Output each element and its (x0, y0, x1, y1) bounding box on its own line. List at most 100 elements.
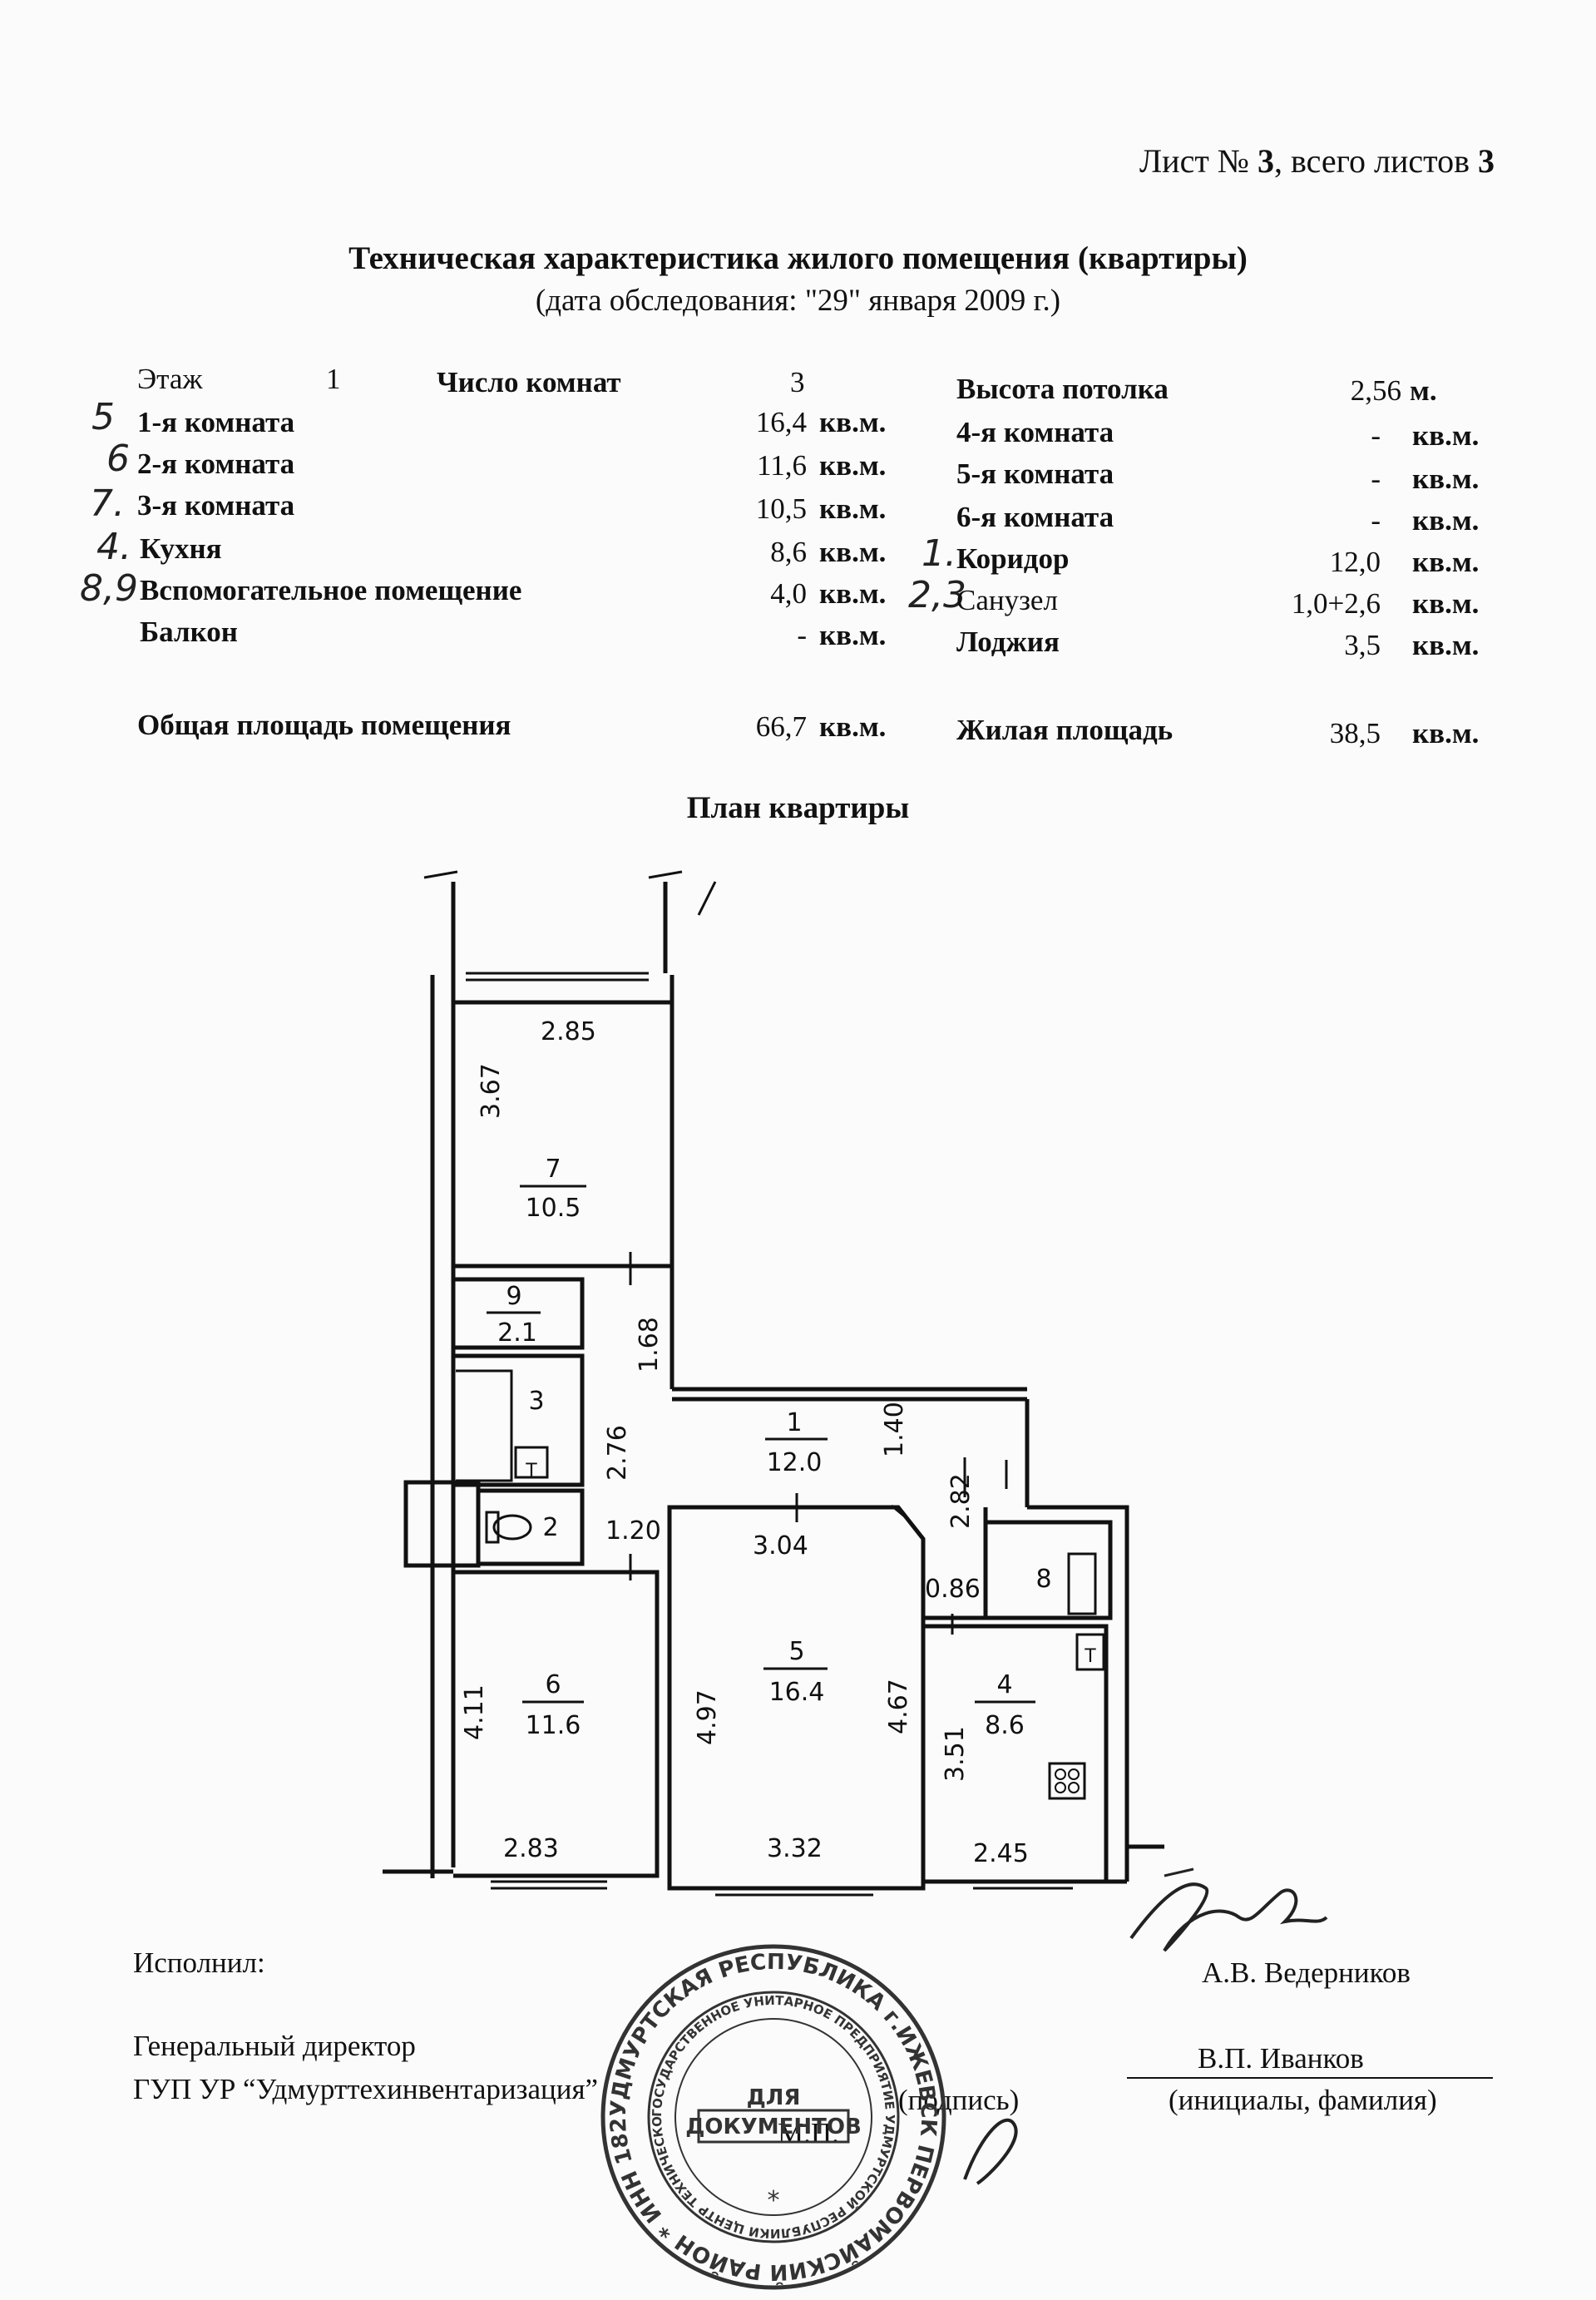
organization-name: ГУП УР “Удмурттехинвентаризация” (133, 2073, 599, 2105)
row-label: Санузел (956, 584, 1058, 616)
room-area: 2.1 (497, 1318, 537, 1348)
room-area: 8.6 (985, 1711, 1025, 1740)
room-area: 11.6 (526, 1711, 581, 1740)
row-unit: кв.м. (819, 577, 887, 610)
director-label: Генеральный директор (133, 2030, 416, 2062)
dimension: 2.83 (503, 1834, 559, 1863)
handwritten-signature (1129, 1867, 1328, 1952)
ceiling-unit: м. (1410, 374, 1437, 407)
row-value: - (797, 619, 807, 651)
dimension: 3.67 (477, 1063, 506, 1119)
row-label: 4-я комната (956, 416, 1114, 448)
row-label: Коридор (956, 542, 1070, 575)
stamp-place: М.П. (778, 2117, 839, 2149)
row-unit: кв.м. (819, 492, 887, 525)
dimension: 2.85 (541, 1017, 596, 1046)
room-number: 2 (542, 1513, 558, 1542)
row-value: 10,5 (755, 492, 807, 525)
dimension: 0.86 (925, 1575, 981, 1604)
sheet-no: 3 (1257, 142, 1274, 180)
loggia-walls (451, 882, 668, 973)
row-label: 6-я комната (956, 501, 1114, 533)
row-label: Лоджия (956, 626, 1060, 658)
sheet-number: Лист № 3, всего листов 3 (1139, 141, 1495, 181)
signature-caption: (подпись) (898, 2084, 1020, 2116)
row-unit: кв.м. (819, 536, 887, 568)
dimension: 3.32 (767, 1834, 823, 1863)
row-label: 5-я комната (956, 458, 1114, 490)
row-mark: 7. (90, 482, 125, 525)
director-name: В.П. Иванков (1198, 2042, 1364, 2075)
row-mark: 2,3 (908, 574, 966, 616)
plan-title: План квартиры (686, 791, 910, 825)
room-area: 16.4 (769, 1678, 825, 1707)
dimension: 1.68 (635, 1317, 664, 1373)
dimension: 1.20 (605, 1516, 661, 1546)
row-mark: 4. (96, 526, 131, 568)
handwritten-scribble (963, 2118, 1018, 2185)
dimension: 4.67 (884, 1679, 913, 1734)
row-unit: кв.м. (1412, 419, 1480, 452)
room-area: 12.0 (767, 1448, 823, 1477)
row-unit: кв.м. (819, 406, 887, 438)
survey-date: (дата обследования: "29" января 2009 г.) (535, 284, 1061, 318)
svg-text:*: * (768, 2186, 780, 2215)
sheet-prefix: Лист № (1139, 142, 1258, 180)
name-caption: (инициалы, фамилия) (1169, 2084, 1437, 2116)
row-label: Вспомогательное помещение (140, 574, 522, 606)
total-area-value: 66,7 (755, 710, 807, 743)
row-label: 1-я комната (137, 406, 295, 438)
row-value: 1,0+2,6 (1291, 587, 1381, 620)
room-number: 7 (545, 1155, 561, 1184)
dimension: 2.82 (946, 1473, 976, 1529)
dimension: 4.97 (693, 1689, 722, 1745)
living-area-unit: кв.м. (1412, 717, 1480, 749)
room-number: 4 (996, 1670, 1012, 1699)
row-label: Кухня (140, 532, 222, 565)
room-number: 1 (786, 1408, 802, 1437)
row-unit: кв.м. (1412, 462, 1480, 495)
room-number: 6 (545, 1670, 561, 1699)
row-mark: 6 (106, 438, 130, 480)
floor-value: 1 (326, 363, 341, 395)
row-value: - (1371, 419, 1381, 452)
dimension: 3.04 (753, 1531, 808, 1561)
sheet-total: 3 (1478, 142, 1495, 180)
dimension: 4.11 (460, 1684, 489, 1740)
row-unit: кв.м. (1412, 629, 1480, 661)
living-area-value: 38,5 (1329, 717, 1381, 749)
outer-walls (430, 975, 674, 1878)
stamp-center-1: ДЛЯ (747, 2085, 801, 2110)
organization-stamp: УДМУРТСКАЯ РЕСПУБЛИКА г.ИЖЕВСК ПЕРВОМАЙС… (590, 1934, 946, 2290)
dimensions: 2.85 3.67 1.68 2.76 1.20 1.40 2.82 3.04 … (460, 1017, 1029, 1868)
dimension: 3.51 (941, 1726, 970, 1782)
row-unit: кв.м. (1412, 504, 1480, 537)
signature-line (1127, 2077, 1493, 2079)
row-value: 4,0 (770, 577, 807, 610)
rooms-count-value: 3 (790, 366, 805, 398)
rooms-count-label: Число комнат (437, 366, 621, 398)
row-value: 3,5 (1344, 629, 1381, 661)
row-value: 16,4 (755, 406, 807, 438)
dimension: 2.76 (603, 1425, 632, 1481)
row-unit: кв.м. (1412, 546, 1480, 578)
row-value: - (1371, 504, 1381, 537)
row-label: 2-я комната (137, 448, 295, 480)
toilet-symbol: Т (525, 1461, 537, 1481)
row-unit: кв.м. (819, 619, 887, 651)
room-number: 9 (506, 1282, 521, 1311)
row-mark: 8,9 (80, 567, 138, 610)
row-unit: кв.м. (819, 449, 887, 482)
stamp-center-2: ДОКУМЕНТОВ (685, 2115, 862, 2139)
room-number: 3 (528, 1387, 544, 1416)
room-area: 10.5 (526, 1194, 581, 1223)
room-number: 8 (1035, 1565, 1051, 1594)
row-value: - (1371, 462, 1381, 495)
row-mark: 5 (91, 396, 115, 438)
ceiling-value: 2,56 (1350, 374, 1401, 407)
room-number: 5 (788, 1637, 804, 1666)
row-unit: кв.м. (1412, 587, 1480, 620)
executed-by-label: Исполнил: (133, 1946, 265, 1979)
row-value: 12,0 (1329, 546, 1381, 578)
